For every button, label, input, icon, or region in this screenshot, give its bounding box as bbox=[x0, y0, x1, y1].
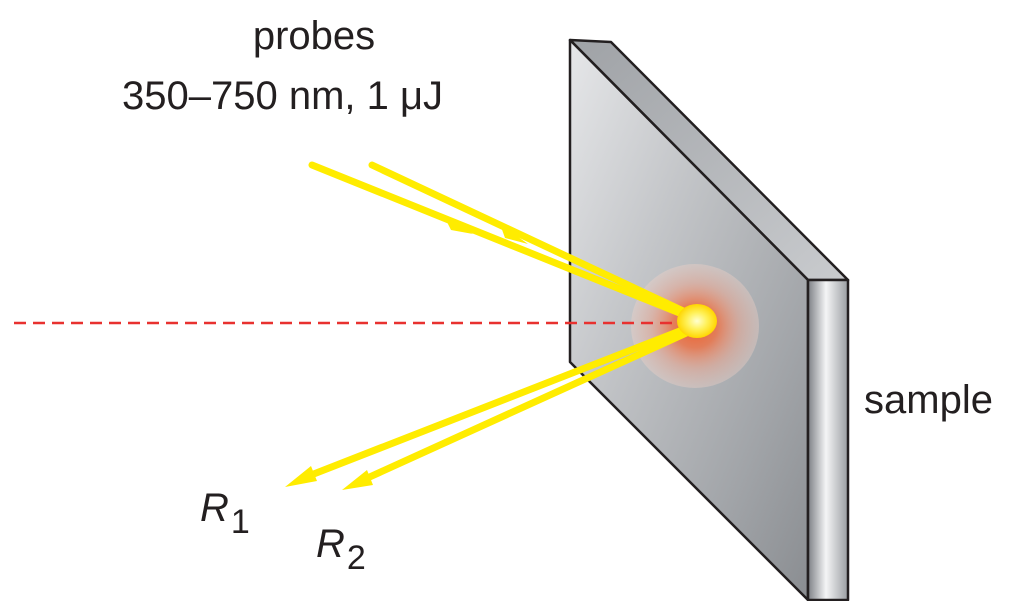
incident-beam-1 bbox=[308, 161, 696, 322]
incident-beams bbox=[308, 161, 698, 322]
focal-spot bbox=[677, 304, 717, 338]
incident-arrow-1 bbox=[444, 216, 473, 234]
incident-arrow-2 bbox=[500, 224, 528, 244]
r1-symbol: R bbox=[200, 486, 229, 530]
incident-beam-2 bbox=[368, 161, 698, 320]
reflected-beam-2-label: R2 bbox=[316, 520, 366, 582]
sample-label: sample bbox=[864, 378, 993, 422]
r2-subscript: 2 bbox=[346, 539, 366, 577]
reflected-beam-2 bbox=[359, 326, 697, 484]
sample-side-face bbox=[806, 278, 850, 601]
reflected-arrow-2 bbox=[342, 470, 373, 490]
probes-label: probes bbox=[252, 14, 376, 58]
reflected-beams bbox=[285, 323, 697, 490]
reflected-beam-1 bbox=[302, 323, 694, 481]
probe-spec-label: 350–750 nm, 1 μJ bbox=[122, 74, 444, 118]
reflected-arrow-1 bbox=[285, 466, 317, 487]
r1-subscript: 1 bbox=[230, 503, 250, 541]
reflected-beam-1-label: R1 bbox=[200, 484, 250, 546]
r2-symbol: R bbox=[316, 522, 345, 566]
